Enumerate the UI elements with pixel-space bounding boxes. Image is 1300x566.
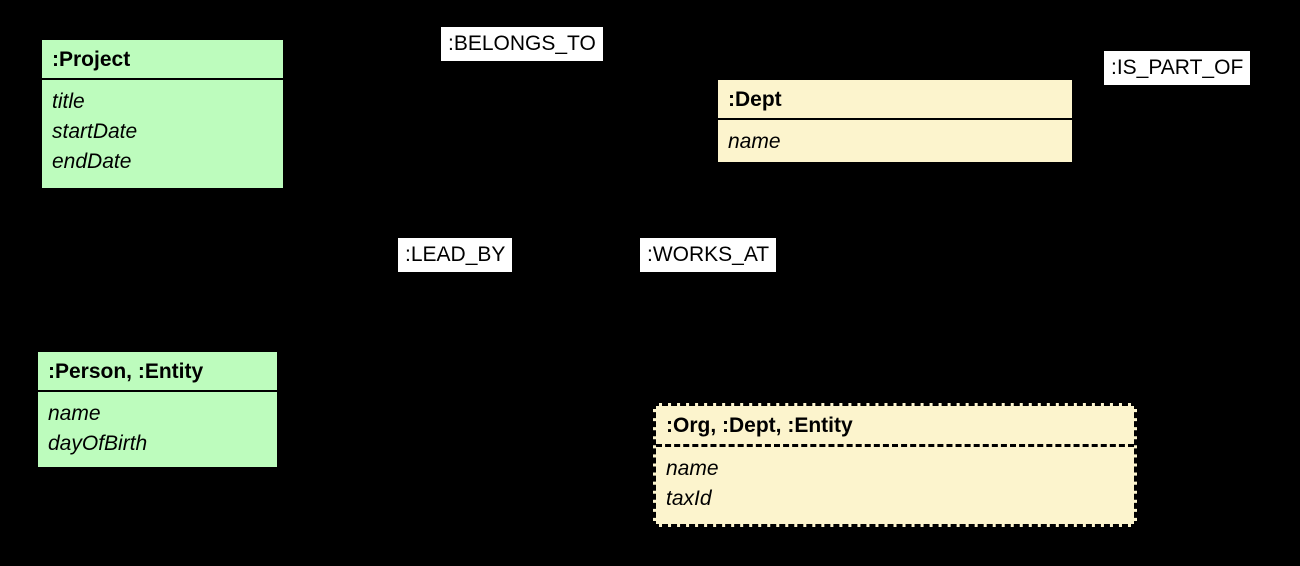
- node-person-header: :Person, :Entity: [38, 352, 277, 392]
- attribute: name: [666, 457, 719, 480]
- attribute: taxId: [666, 486, 712, 510]
- node-project-header: :Project: [42, 40, 283, 80]
- node-dept-header: :Dept: [718, 80, 1072, 120]
- node-project[interactable]: :Project title startDate endDate: [40, 38, 285, 190]
- connector-is-part-of: [1155, 78, 1158, 408]
- attribute: startDate: [52, 119, 138, 143]
- connector-belongs-to-tail: [637, 48, 717, 51]
- relationship-label-lead-by[interactable]: :LEAD_BY: [398, 238, 513, 272]
- attribute: name: [728, 130, 781, 153]
- attribute: title: [52, 90, 85, 113]
- connector-works-at: [279, 420, 653, 423]
- node-person[interactable]: :Person, :Entity name dayOfBirth: [36, 350, 279, 469]
- attribute: dayOfBirth: [48, 431, 148, 455]
- node-dept[interactable]: :Dept name: [716, 78, 1074, 164]
- node-org[interactable]: :Org, :Dept, :Entity name taxId: [653, 403, 1137, 527]
- relationship-label-belongs-to[interactable]: :BELONGS_TO: [441, 27, 603, 61]
- attribute: name: [48, 402, 101, 425]
- node-org-attributes: name taxId: [656, 447, 1134, 524]
- relationship-label-works-at[interactable]: :WORKS_AT: [640, 238, 777, 272]
- connector-lead-by: [160, 190, 163, 350]
- node-project-attributes: title startDate endDate: [42, 80, 283, 188]
- node-dept-attributes: name: [718, 120, 1072, 162]
- connector-belongs-to: [285, 48, 445, 51]
- node-person-attributes: name dayOfBirth: [38, 392, 277, 467]
- relationship-label-is-part-of[interactable]: :IS_PART_OF: [1104, 51, 1251, 85]
- node-org-header: :Org, :Dept, :Entity: [656, 406, 1134, 447]
- attribute: endDate: [52, 149, 132, 173]
